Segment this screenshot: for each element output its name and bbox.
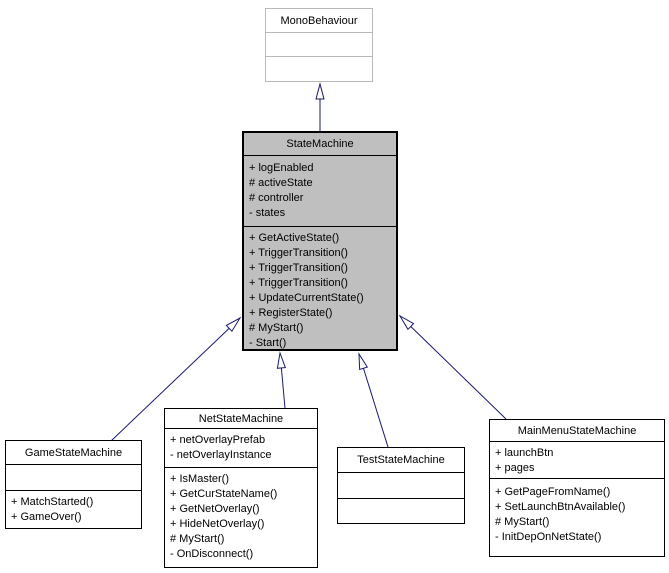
- method-label: + GetActiveState(): [249, 232, 340, 244]
- method-label: + SetLaunchBtnAvailable(): [495, 501, 626, 513]
- field-label: # controller: [249, 192, 304, 204]
- methods-compartment: + GetPageFromName() + SetLaunchBtnAvaila…: [490, 478, 664, 556]
- fields-compartment: + launchBtn + pages: [490, 441, 664, 478]
- method-label: + TriggerTransition(): [249, 262, 348, 274]
- edge-teststatemachine-to-statemachine: [358, 352, 389, 448]
- method-label: + HideNetOverlay(): [170, 518, 265, 530]
- fields-compartment: [6, 464, 141, 490]
- method-label: + GetNetOverlay(): [170, 503, 260, 515]
- method-label: # MyStart(): [170, 533, 225, 545]
- class-title: MainMenuStateMachine: [517, 424, 637, 437]
- edge-gamestatemachine-to-statemachine: [110, 316, 242, 442]
- field-label: - states: [249, 207, 286, 219]
- field-label: + logEnabled: [249, 162, 314, 174]
- class-title: NetStateMachine: [198, 412, 284, 425]
- methods-compartment: + MatchStarted() + GameOver(): [6, 490, 141, 528]
- field-label: # activeState: [249, 177, 313, 189]
- method-label: + MatchStarted(): [11, 496, 94, 508]
- fields-compartment: + netOverlayPrefab - netOverlayInstance: [165, 428, 317, 467]
- method-label: - OnDisconnect(): [170, 548, 254, 560]
- method-label: + RegisterState(): [249, 307, 333, 319]
- class-title: GameStateMachine: [24, 446, 123, 459]
- method-label: - Start(): [249, 337, 287, 349]
- method-label: + IsMaster(): [170, 473, 229, 485]
- methods-compartment: + IsMaster() + GetCurStateName() + GetNe…: [165, 467, 317, 567]
- method-label: + UpdateCurrentState(): [249, 292, 364, 304]
- class-node-teststatemachine[interactable]: TestStateMachine: [337, 447, 465, 524]
- method-label: # MyStart(): [495, 516, 550, 528]
- field-label: + pages: [495, 462, 535, 474]
- method-label: - InitDepOnNetState(): [495, 531, 602, 543]
- methods-compartment: [338, 498, 464, 523]
- class-title: MonoBehaviour: [280, 14, 358, 27]
- method-label: + GameOver(): [11, 511, 82, 523]
- field-label: - netOverlayInstance: [170, 449, 272, 461]
- method-label: # MyStart(): [249, 322, 304, 334]
- class-title: StateMachine: [286, 138, 354, 150]
- class-node-netstatemachine[interactable]: NetStateMachine + netOverlayPrefab - net…: [164, 408, 318, 568]
- method-label: + TriggerTransition(): [249, 247, 348, 259]
- class-node-mainmenustatemachine[interactable]: MainMenuStateMachine + launchBtn + pages…: [489, 419, 665, 557]
- class-node-monobehaviour: MonoBehaviour: [265, 8, 373, 82]
- class-node-gamestatemachine[interactable]: GameStateMachine + MatchStarted() + Game…: [5, 440, 142, 529]
- field-label: + netOverlayPrefab: [170, 434, 266, 446]
- fields-compartment: [266, 32, 372, 56]
- methods-compartment: [266, 56, 372, 81]
- methods-compartment: + GetActiveState() + TriggerTransition()…: [244, 226, 396, 349]
- class-node-statemachine: StateMachine + logEnabled # activeState …: [242, 131, 398, 351]
- method-label: + TriggerTransition(): [249, 277, 348, 289]
- edge-netstatemachine-to-statemachine: [276, 351, 287, 409]
- class-title: TestStateMachine: [357, 454, 445, 466]
- fields-compartment: [338, 472, 464, 498]
- edge-mainmenustatemachine-to-statemachine: [398, 314, 507, 420]
- method-label: + GetPageFromName(): [495, 486, 611, 498]
- fields-compartment: + logEnabled # activeState # controller …: [244, 155, 396, 226]
- field-label: + launchBtn: [495, 447, 554, 459]
- method-label: + GetCurStateName(): [170, 488, 278, 500]
